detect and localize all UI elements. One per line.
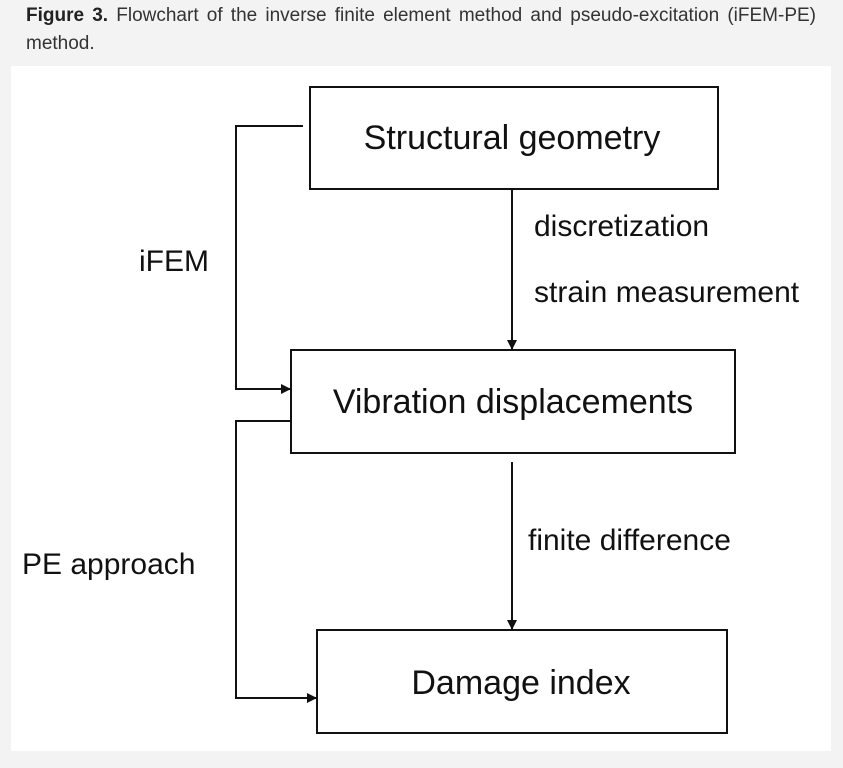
strain-measurement-label: strain measurement [534, 276, 800, 309]
structural-geometry-label: Structural geometry [364, 119, 661, 157]
finite-difference-label: finite difference [528, 524, 731, 557]
pe-approach-label: PE approach [22, 548, 195, 581]
structural-geometry-box [309, 86, 719, 190]
vibration-displacements-box [290, 349, 736, 454]
damage-index-box [316, 629, 728, 734]
figure-label: Figure 3. [26, 5, 109, 26]
figure-caption: Figure 3. Flowchart of the inverse finit… [26, 2, 816, 58]
pe-approach-bracket [235, 420, 317, 703]
figure-caption-text: Flowchart of the inverse finite element … [26, 5, 816, 54]
vibration-displacements-label: Vibration displacements [333, 383, 693, 421]
damage-index-label: Damage index [411, 664, 630, 702]
ifem-label: iFEM [139, 245, 209, 278]
discretization-label: discretization [534, 210, 709, 243]
ifem-bracket [235, 125, 303, 394]
